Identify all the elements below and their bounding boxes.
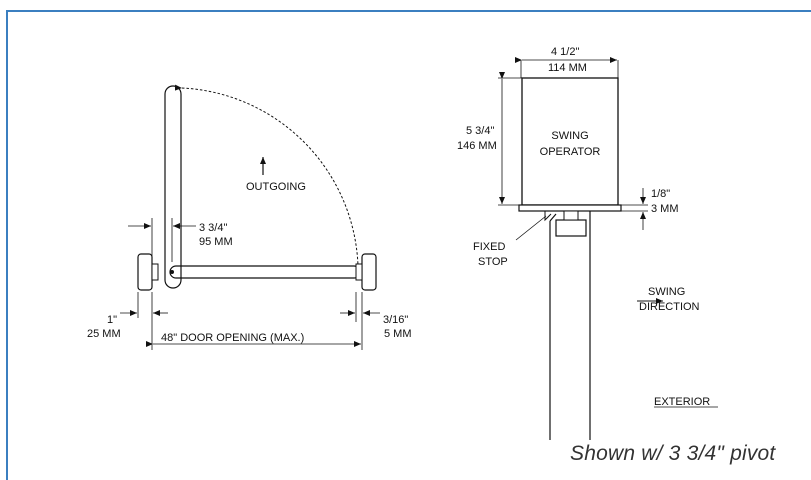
jamb-in: 1"	[107, 314, 117, 326]
swing-direction-2: DIRECTION	[639, 301, 700, 313]
door-swing-arc	[174, 84, 359, 267]
pivot-arm-block	[555, 219, 587, 237]
plan-view: OUTGOING 3 3/4" 95 MM 1" 25 MM 48" DOOR …	[87, 84, 412, 350]
diagram-caption: Shown w/ 3 3/4" pivot	[570, 442, 776, 465]
drawing-frame	[6, 10, 811, 480]
pivot-offset-in: 3 3/4"	[199, 222, 227, 234]
swing-direction-1: SWING	[648, 286, 685, 298]
exterior-label: EXTERIOR	[654, 396, 710, 408]
width-mm: 114 MM	[548, 62, 587, 74]
left-jamb	[137, 253, 153, 291]
fixed-stop-leader	[515, 215, 547, 241]
operator-base-plate	[518, 204, 622, 212]
clearance-in: 1/8"	[651, 188, 670, 200]
operator-label-1: SWING	[551, 130, 588, 142]
door-opening-label: 48" DOOR OPENING (MAX.)	[161, 332, 304, 344]
pivot-shaft	[563, 210, 579, 221]
operator-label-2: OPERATOR	[540, 146, 601, 158]
elevation-view: 4 1/2" 114 MM 5 3/4" 146 MM SWING OPERAT…	[457, 46, 718, 440]
fixed-stop-shape	[544, 211, 552, 222]
closed-door-leaf	[169, 265, 361, 279]
right-jamb-stop	[355, 263, 363, 281]
height-in: 5 3/4"	[466, 125, 494, 137]
gap-mm: 5 MM	[384, 328, 412, 340]
outgoing-label: OUTGOING	[246, 181, 306, 193]
pivot-point	[170, 270, 174, 274]
jamb-mm: 25 MM	[87, 328, 121, 340]
fixed-stop-label-2: STOP	[478, 256, 508, 268]
door-panel-face	[550, 215, 590, 440]
width-in: 4 1/2"	[551, 46, 579, 58]
height-mm: 146 MM	[457, 140, 497, 152]
right-jamb	[361, 253, 377, 291]
fixed-stop-label-1: FIXED	[473, 241, 505, 253]
clearance-mm: 3 MM	[651, 203, 679, 215]
open-door-leaf	[164, 85, 182, 289]
gap-in: 3/16"	[383, 314, 408, 326]
pivot-offset-mm: 95 MM	[199, 236, 233, 248]
left-jamb-stop	[151, 263, 159, 281]
swing-operator-box	[521, 77, 619, 206]
